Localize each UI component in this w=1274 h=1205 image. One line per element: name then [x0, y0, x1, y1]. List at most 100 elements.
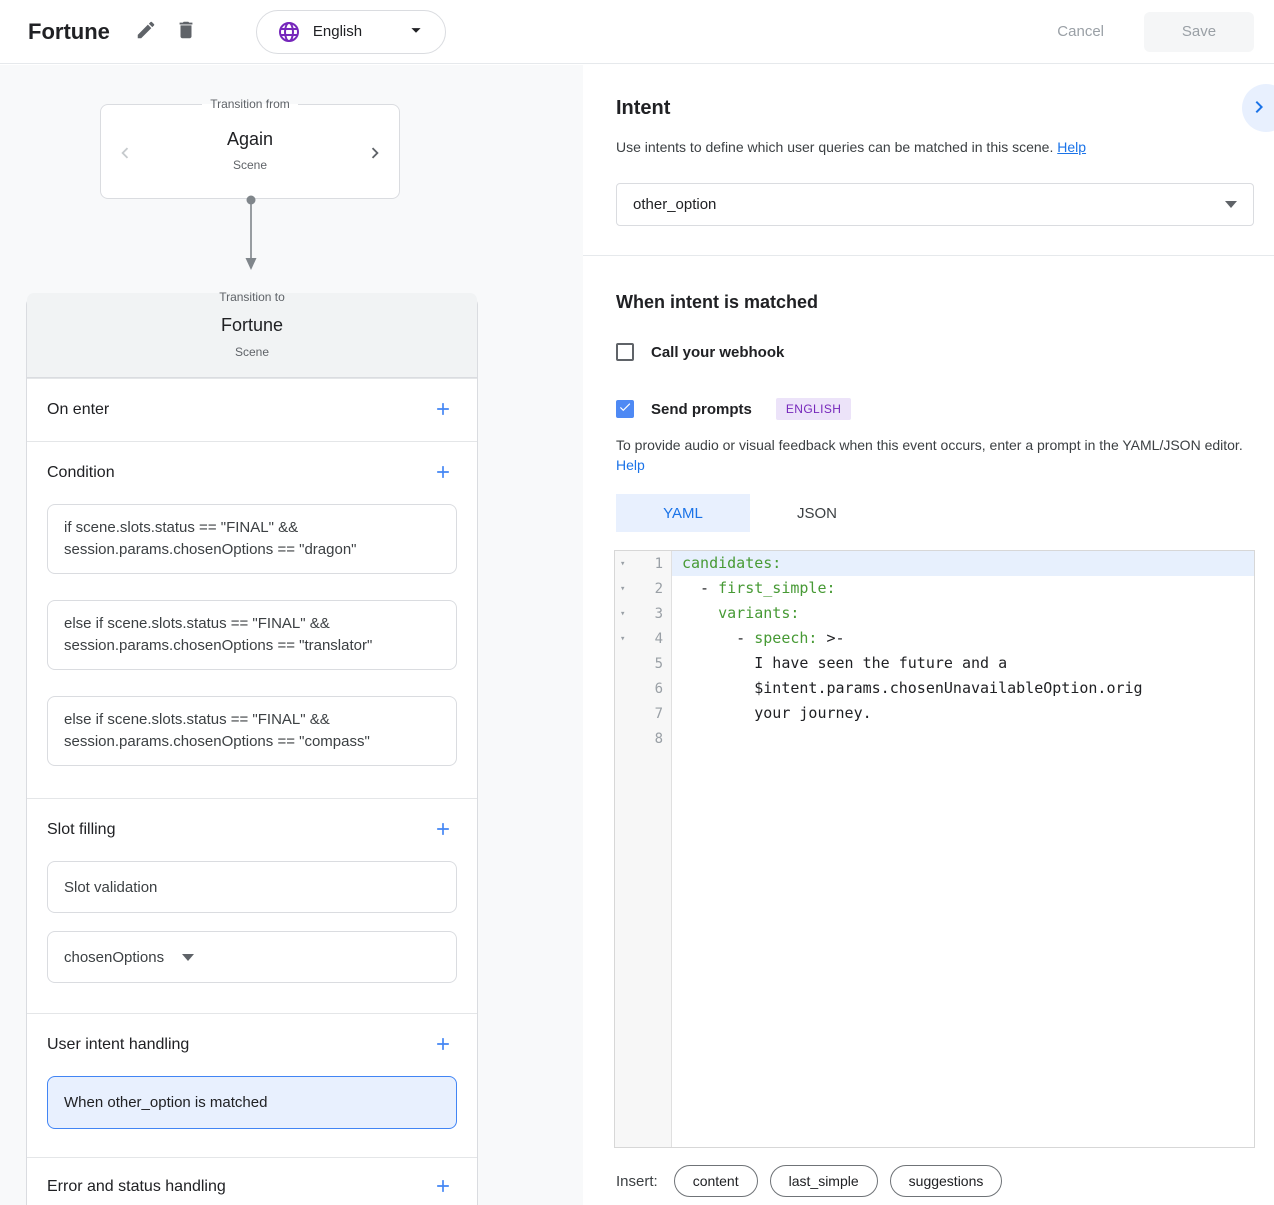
condition-item[interactable]: if scene.slots.status == "FINAL" && sess…: [47, 504, 457, 574]
from-scene-type: Scene: [232, 158, 268, 172]
code-text[interactable]: $intent.params.chosenUnavailableOption.o…: [672, 676, 1254, 701]
user-intent-label: User intent handling: [47, 1036, 190, 1053]
insert-toolbar: Insert: content last_simple suggestions: [616, 1165, 1003, 1197]
delete-scene-button[interactable]: [168, 14, 204, 50]
transition-arrow: [245, 195, 257, 270]
section-on-enter: On enter: [27, 378, 477, 441]
section-user-intent: User intent handling When other_option i…: [27, 1013, 477, 1157]
trash-icon: [175, 19, 197, 44]
code-text[interactable]: [672, 726, 1254, 751]
editor-tabs: YAML JSON: [616, 494, 884, 532]
add-error-handler-button[interactable]: [429, 1173, 457, 1201]
on-enter-label: On enter: [47, 401, 110, 418]
webhook-label: Call your webhook: [651, 343, 785, 361]
fold-arrow-icon[interactable]: ▾: [620, 583, 626, 594]
webhook-checkbox-row[interactable]: Call your webhook: [616, 343, 784, 361]
scene-header: Fortune Scene: [27, 293, 477, 378]
intent-select[interactable]: other_option: [616, 183, 1254, 226]
yaml-plain: -: [682, 579, 719, 597]
line-number: 3: [654, 605, 663, 622]
yaml-code-editor[interactable]: ▾1 candidates: ▾2 - first_simple: ▾3 var…: [614, 550, 1255, 1148]
yaml-plain: your journey.: [682, 704, 872, 722]
add-slot-button[interactable]: [429, 816, 457, 844]
checkmark-icon: [618, 400, 632, 419]
condition-label: Condition: [47, 464, 115, 481]
insert-content-button[interactable]: content: [673, 1165, 758, 1197]
intent-description: Use intents to define which user queries…: [616, 139, 1261, 155]
code-line: 8: [615, 726, 1254, 751]
plus-icon: [433, 399, 453, 422]
slot-filling-label: Slot filling: [47, 821, 116, 838]
add-condition-button[interactable]: [429, 459, 457, 487]
condition-item[interactable]: else if scene.slots.status == "FINAL" &&…: [47, 696, 457, 766]
page-title: Fortune: [28, 18, 110, 44]
save-button[interactable]: Save: [1144, 11, 1254, 52]
matched-section-title: When intent is matched: [616, 292, 819, 312]
prompt-helper-body: To provide audio or visual feedback when…: [616, 437, 1243, 453]
code-line: ▾4 - speech: >-: [615, 626, 1254, 651]
condition-item[interactable]: else if scene.slots.status == "FINAL" &&…: [47, 600, 457, 670]
code-text[interactable]: variants:: [672, 601, 1254, 626]
fold-arrow-icon[interactable]: ▾: [620, 633, 626, 644]
line-number: 8: [654, 730, 663, 747]
code-text[interactable]: your journey.: [672, 701, 1254, 726]
add-intent-handler-button[interactable]: [429, 1031, 457, 1059]
intent-panel-title: Intent: [616, 97, 671, 119]
cancel-button[interactable]: Cancel: [1043, 15, 1118, 48]
globe-icon: [277, 20, 301, 44]
intent-select-value: other_option: [633, 196, 717, 213]
code-text[interactable]: - first_simple:: [672, 576, 1254, 601]
prompts-checkbox-checked[interactable]: [616, 400, 634, 418]
section-slot-filling: Slot filling Slot validation chosenOptio…: [27, 798, 477, 1013]
prompt-helper-text: To provide audio or visual feedback when…: [616, 435, 1261, 475]
prev-scene-button[interactable]: [111, 141, 139, 169]
code-text[interactable]: - speech: >-: [672, 626, 1254, 651]
intent-help-link[interactable]: Help: [1057, 139, 1087, 155]
code-text[interactable]: candidates:: [672, 551, 1254, 576]
editor-empty-area[interactable]: [615, 751, 1254, 1147]
code-line: 7 your journey.: [615, 701, 1254, 726]
insert-last-simple-button[interactable]: last_simple: [769, 1165, 878, 1197]
insert-suggestions-button[interactable]: suggestions: [889, 1165, 1003, 1197]
code-line: 6 $intent.params.chosenUnavailableOption…: [615, 676, 1254, 701]
transition-to-card: Transition to Fortune Scene On enter Con…: [26, 290, 478, 1205]
slot-parameter-label: chosenOptions: [64, 948, 165, 966]
transition-from-legend: Transition from: [210, 97, 290, 111]
scene-canvas: Transition from Again Scene Transition t…: [0, 65, 583, 1205]
code-text[interactable]: I have seen the future and a: [672, 651, 1254, 676]
slot-parameter-item[interactable]: chosenOptions: [47, 931, 457, 983]
language-label: English: [312, 23, 363, 40]
slot-validation-item[interactable]: Slot validation: [47, 861, 457, 913]
plus-icon: [433, 1034, 453, 1057]
tab-json[interactable]: JSON: [750, 494, 884, 532]
scene-type: Scene: [234, 345, 270, 359]
yaml-key: first_simple:: [718, 579, 836, 597]
panel-divider: [583, 255, 1274, 256]
webhook-checkbox[interactable]: [616, 343, 634, 361]
line-number: 5: [654, 655, 663, 672]
collapse-panel-button[interactable]: [1242, 84, 1274, 132]
fold-arrow-icon[interactable]: ▾: [620, 558, 626, 569]
language-selector[interactable]: English: [255, 9, 446, 54]
locale-chip: ENGLISH: [775, 398, 852, 420]
edit-title-button[interactable]: [128, 14, 164, 50]
error-handling-label: Error and status handling: [47, 1178, 226, 1195]
yaml-key: variants:: [718, 604, 800, 622]
next-scene-button[interactable]: [361, 141, 389, 169]
section-condition: Condition if scene.slots.status == "FINA…: [27, 441, 477, 798]
intent-handler-item-selected[interactable]: When other_option is matched: [47, 1076, 457, 1129]
plus-icon: [433, 1176, 453, 1199]
chevron-right-icon: [1247, 95, 1271, 122]
add-on-enter-button[interactable]: [429, 396, 457, 424]
fold-arrow-icon[interactable]: ▾: [620, 608, 626, 619]
yaml-plain: I have seen the future and a: [682, 654, 1008, 672]
scene-name: Fortune: [220, 315, 284, 335]
transition-from-card: Transition from Again Scene: [100, 97, 400, 199]
dropdown-caret-icon: [1225, 201, 1237, 208]
prompt-help-link[interactable]: Help: [616, 457, 645, 473]
chevron-right-icon: [364, 142, 386, 167]
prompts-checkbox-row[interactable]: Send prompts ENGLISH: [616, 398, 852, 420]
transition-to-legend: Transition to: [219, 290, 285, 304]
intent-description-text: Use intents to define which user queries…: [616, 139, 1054, 155]
tab-yaml[interactable]: YAML: [616, 494, 750, 532]
